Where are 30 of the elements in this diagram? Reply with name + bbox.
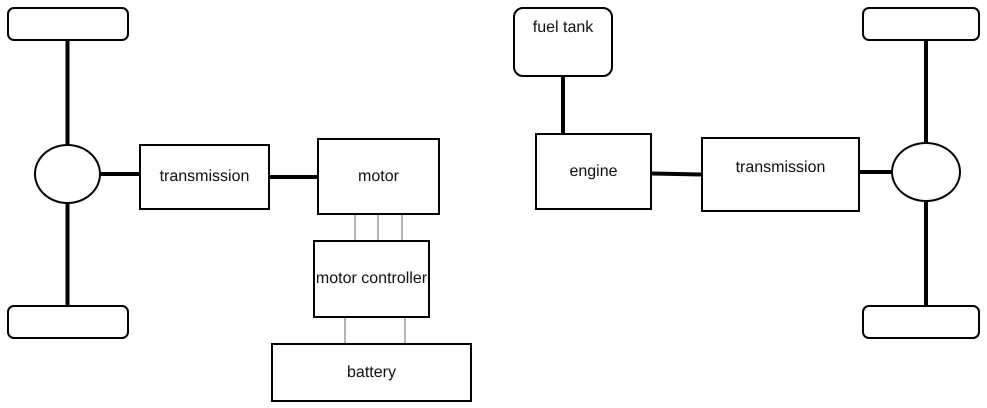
connecting-line xyxy=(344,318,346,344)
connecting-line xyxy=(404,318,406,344)
wheel-box xyxy=(862,7,980,41)
component-box xyxy=(271,343,472,402)
connecting-line xyxy=(860,170,891,174)
wheel-box xyxy=(7,305,129,339)
component-label: motor xyxy=(358,166,399,186)
component-label: transmission xyxy=(736,158,826,178)
component-box xyxy=(317,138,440,215)
connecting-line xyxy=(66,204,70,305)
connecting-line xyxy=(66,41,70,144)
connecting-line xyxy=(270,175,317,179)
connecting-line xyxy=(561,77,565,133)
component-label: fuel tank xyxy=(532,18,594,38)
component-box xyxy=(313,240,430,318)
component-label: motor controller xyxy=(316,269,428,289)
connecting-line xyxy=(101,172,139,176)
component-box xyxy=(535,133,652,210)
component-label: engine xyxy=(569,162,618,182)
component-box xyxy=(139,144,270,210)
wheel-box xyxy=(862,305,980,339)
connecting-line xyxy=(924,202,928,305)
wheel-box xyxy=(7,7,129,41)
connecting-line xyxy=(354,214,356,240)
component-label: battery xyxy=(347,362,396,382)
connecting-line xyxy=(924,41,928,142)
component-box xyxy=(701,137,860,212)
component-label: transmission xyxy=(160,167,250,187)
connecting-line xyxy=(652,172,702,176)
component-box xyxy=(513,7,613,77)
